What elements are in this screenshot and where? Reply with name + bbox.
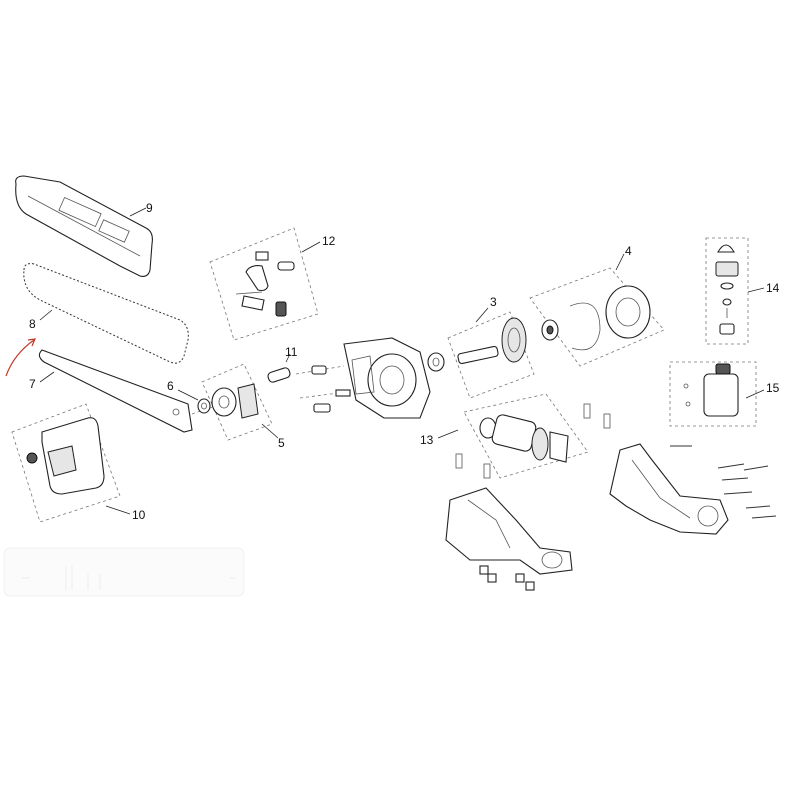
callout-14: 14 <box>766 281 780 295</box>
callout-8: 8 <box>29 317 36 331</box>
callout-9: 9 <box>146 201 153 215</box>
part-shaft-washer <box>427 352 445 372</box>
callout-13: 13 <box>420 433 434 447</box>
callout-7: 7 <box>29 377 36 391</box>
part-guide-bar <box>38 349 217 433</box>
part-chain <box>23 263 189 364</box>
part-bevel-gear-shaft <box>447 307 535 399</box>
faint-watermark-box <box>3 547 245 597</box>
screws-left <box>479 565 535 591</box>
callout-6: 6 <box>167 379 174 393</box>
part-sprocket-group <box>201 363 279 441</box>
callout-10: 10 <box>132 508 146 522</box>
part-spring-pin <box>267 353 291 383</box>
callout-4: 4 <box>625 244 632 258</box>
callout-15: 15 <box>766 381 780 395</box>
red-annotation-arc <box>5 339 35 377</box>
part-housing-left <box>445 487 573 591</box>
part-tensioner-group <box>209 227 321 341</box>
part-side-cover <box>11 403 131 523</box>
part-housing-right <box>609 443 777 535</box>
part-clips <box>455 403 611 479</box>
part-gear-housing <box>295 337 431 419</box>
callout-11: 11 <box>285 345 298 359</box>
part-gear-cover-group <box>529 253 665 367</box>
part-washer <box>177 389 211 414</box>
part-motor <box>437 393 589 479</box>
part-bar-cover <box>15 175 153 277</box>
screws-right <box>670 445 777 519</box>
part-oil-cap-group <box>705 237 765 345</box>
callout-5: 5 <box>278 436 285 450</box>
red-arrowhead <box>27 338 36 347</box>
callouts: 9 12 4 14 3 8 11 7 6 15 13 5 10 <box>29 201 780 522</box>
callout-12: 12 <box>322 234 336 248</box>
callout-3: 3 <box>490 295 497 309</box>
part-oil-tank <box>669 361 765 427</box>
